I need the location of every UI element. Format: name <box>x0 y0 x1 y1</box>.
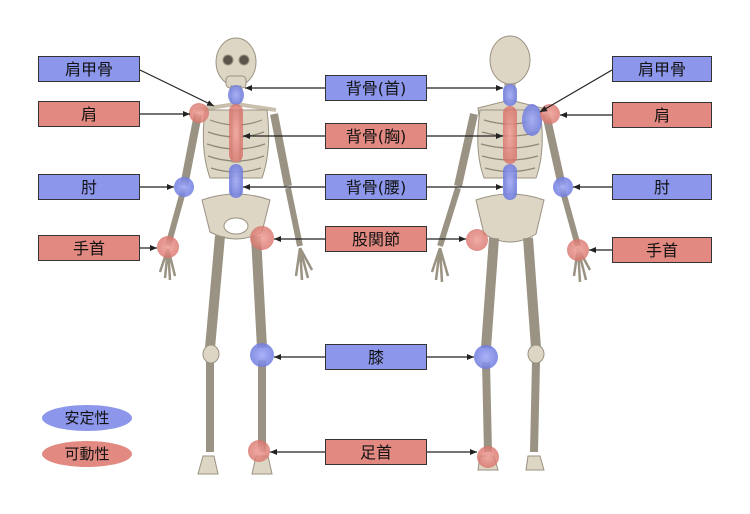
label-spine-neck: 背骨(首) <box>325 75 427 101</box>
back-elbow-highlight <box>553 177 573 197</box>
joint-highlights <box>157 84 589 468</box>
label-ankle: 足首 <box>325 439 427 465</box>
front-hip-highlight <box>250 226 274 250</box>
label-right-elbow: 肘 <box>612 174 712 200</box>
front-neck-spine-highlight <box>228 85 244 105</box>
label-knee: 膝 <box>325 344 427 370</box>
label-spine-chest: 背骨(胸) <box>325 123 427 149</box>
front-knee-highlight <box>250 343 274 367</box>
front-wrist-highlight <box>157 236 179 258</box>
back-wrist-highlight <box>567 239 589 261</box>
front-chest-spine-highlight <box>229 104 243 162</box>
label-left-elbow: 肘 <box>38 174 140 200</box>
front-shoulder-highlight <box>189 103 209 123</box>
label-hip-joint: 股関節 <box>325 226 427 252</box>
back-knee-highlight <box>474 345 498 369</box>
back-shoulder-highlight <box>540 104 560 124</box>
back-chest-spine-highlight <box>503 106 517 164</box>
legend-mobility: 可動性 <box>42 441 132 467</box>
label-right-shoulder-blade: 肩甲骨 <box>612 56 712 82</box>
label-right-wrist: 手首 <box>612 237 712 263</box>
back-scapula-highlight <box>522 104 542 136</box>
label-spine-waist: 背骨(腰) <box>325 174 427 200</box>
back-waist-spine-highlight <box>503 164 517 200</box>
back-neck-spine-highlight <box>503 84 517 106</box>
front-ankle-highlight <box>248 440 270 462</box>
front-waist-spine-highlight <box>229 164 243 198</box>
front-elbow-highlight <box>174 177 194 197</box>
back-hip-highlight <box>466 229 488 251</box>
label-left-wrist: 手首 <box>38 235 140 261</box>
label-left-shoulder-blade: 肩甲骨 <box>38 56 140 82</box>
label-left-shoulder: 肩 <box>38 101 140 127</box>
label-right-shoulder: 肩 <box>612 102 712 128</box>
pointer-arrows <box>139 69 613 455</box>
back-ankle-highlight <box>477 446 499 468</box>
legend-stability: 安定性 <box>42 405 132 431</box>
